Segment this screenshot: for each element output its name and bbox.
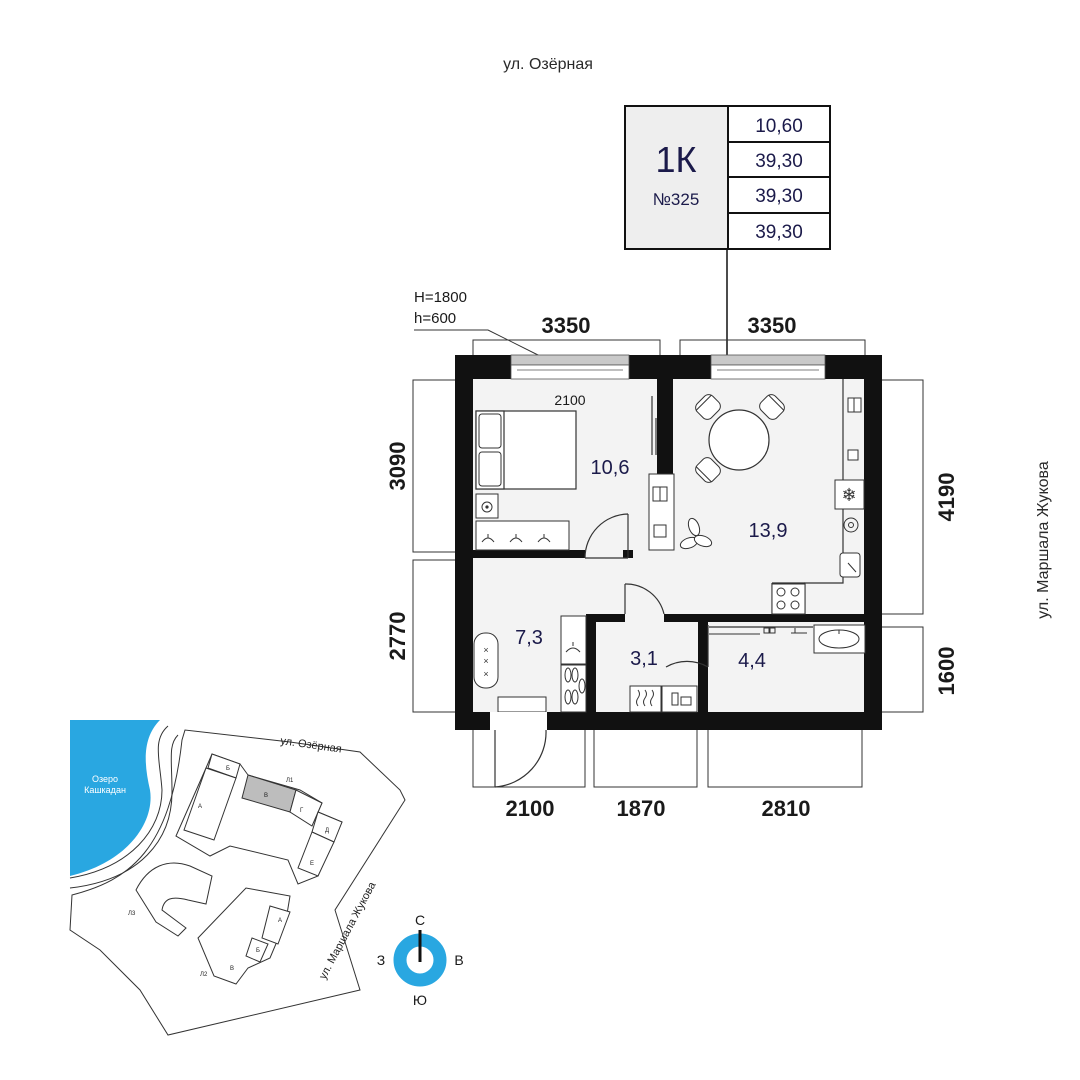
- door-bathroom: [665, 625, 709, 668]
- dim-bottom-right: 2810: [762, 796, 811, 821]
- svg-text:А: А: [278, 918, 282, 924]
- room-area-bedroom: 10,6: [591, 457, 630, 479]
- room-area-wc: 4,4: [738, 650, 766, 672]
- bedroom-shelf-icon: [648, 473, 675, 551]
- svg-text:В: В: [230, 966, 234, 972]
- street-label-top: ул. Озёрная: [503, 56, 593, 73]
- apartment-number: №325: [653, 190, 700, 209]
- svg-text:Л2: Л2: [200, 972, 208, 978]
- boiler-icon: [661, 685, 698, 713]
- plant-icon: [679, 517, 713, 550]
- building-l2: Л2 А Б В: [197, 887, 291, 985]
- door-bedroom: [584, 513, 629, 559]
- area-value-4: 39,30: [755, 222, 803, 243]
- compass-south: Ю: [413, 992, 427, 1008]
- svg-text:Б: Б: [226, 766, 230, 772]
- wall-bedroom-kitchen: [657, 379, 673, 503]
- washing-machine-icon: [475, 493, 499, 519]
- site-plan: Озеро Кашкадан ул. Озёрная ул. Маршала Ж…: [69, 720, 406, 1036]
- svg-text:В: В: [264, 793, 268, 799]
- wall-kitchen-wc: [664, 614, 866, 622]
- dim-bottom-mid: 1870: [617, 796, 666, 821]
- wall-left: [455, 355, 473, 730]
- lake: [70, 720, 160, 876]
- svg-text:Л3: Л3: [128, 911, 136, 917]
- window-kitchen: [710, 354, 826, 366]
- area-value-1: 10,60: [755, 116, 803, 137]
- dim-top-left: 3350: [542, 313, 591, 338]
- dimension-frames: [412, 339, 924, 788]
- site-street-top: ул. Озёрная: [280, 735, 343, 755]
- dim-left-upper: 3090: [385, 442, 410, 491]
- room-area-kitchen: 13,9: [749, 520, 788, 542]
- kitchen-appliance-icon: [847, 449, 859, 461]
- svg-text:Г: Г: [300, 808, 304, 814]
- dim-bottom-left: 2100: [506, 796, 555, 821]
- compass-icon: [393, 930, 447, 987]
- compass-north: С: [415, 912, 425, 928]
- sink-icon: [813, 624, 866, 654]
- site-street-right: ул. Маршала Жукова: [317, 879, 379, 981]
- room-area-bath: 3,1: [630, 648, 658, 670]
- stove-icon: [771, 583, 806, 615]
- dim-right-upper: 4190: [934, 473, 959, 522]
- room-area-hall: 7,3: [515, 627, 543, 649]
- area-value-2: 39,30: [755, 151, 803, 172]
- svg-text:×: ×: [483, 656, 488, 666]
- kitchen-sink-icon: [839, 552, 861, 578]
- compass-west: З: [377, 952, 385, 968]
- svg-text:×: ×: [483, 669, 488, 679]
- bed-icon: [475, 410, 577, 490]
- dim-left-lower: 2770: [385, 612, 410, 661]
- area-value-3: 39,30: [755, 186, 803, 207]
- svg-text:❄: ❄: [841, 485, 856, 505]
- entrance-mat: [497, 696, 547, 713]
- shoe-rack-icon: [560, 664, 587, 713]
- dining-table-icon: [695, 394, 785, 483]
- heated-towel-rail-icon: [629, 685, 662, 713]
- wall-hall-bath: [586, 614, 596, 714]
- compass-east: В: [454, 952, 463, 968]
- wall-bath-wc: [698, 622, 708, 714]
- wardrobe-icon: [475, 520, 570, 551]
- street-label-right: ул. Маршала Жукова: [1035, 461, 1052, 619]
- bath-shelf-icon: [709, 626, 813, 635]
- building-l1: Б Л1 В Г А Д Е: [175, 753, 343, 885]
- window-note-leader: [414, 329, 541, 357]
- bench-icon: × × ×: [473, 632, 499, 689]
- building-l3: Л3: [128, 862, 213, 937]
- dim-top-right: 3350: [748, 313, 797, 338]
- apartment-type: 1К: [656, 139, 697, 180]
- svg-text:Б: Б: [256, 948, 260, 954]
- window-width-label: 2100: [554, 392, 585, 408]
- window-height-label: H=1800: [414, 289, 467, 306]
- svg-text:Л1: Л1: [286, 778, 294, 784]
- window-sill-label: h=600: [414, 310, 456, 327]
- wall-bottom: [455, 712, 882, 730]
- wall-right: [864, 355, 882, 730]
- fridge-icon: [834, 479, 865, 510]
- svg-text:Д: Д: [325, 828, 329, 834]
- hall-wardrobe-icon: [560, 615, 587, 665]
- dim-right-lower: 1600: [934, 647, 959, 696]
- dishwasher-icon: [843, 517, 859, 533]
- entrance-door: [490, 712, 547, 788]
- wall-bedroom-hall: [472, 550, 585, 558]
- kitchen-counter: ❄: [771, 379, 865, 614]
- svg-text:×: ×: [483, 645, 488, 655]
- svg-text:А: А: [198, 804, 202, 810]
- floor-plan: 2100: [455, 354, 882, 788]
- svg-text:Е: Е: [310, 861, 314, 867]
- window-bedroom: [510, 354, 630, 366]
- lake-label-line2: Кашкадан: [84, 785, 126, 795]
- door-kitchen: [624, 583, 665, 615]
- lake-label-line1: Озеро: [92, 774, 118, 784]
- apartment-badge: 1К №325 10,60 39,30 39,30 39,30: [624, 105, 831, 250]
